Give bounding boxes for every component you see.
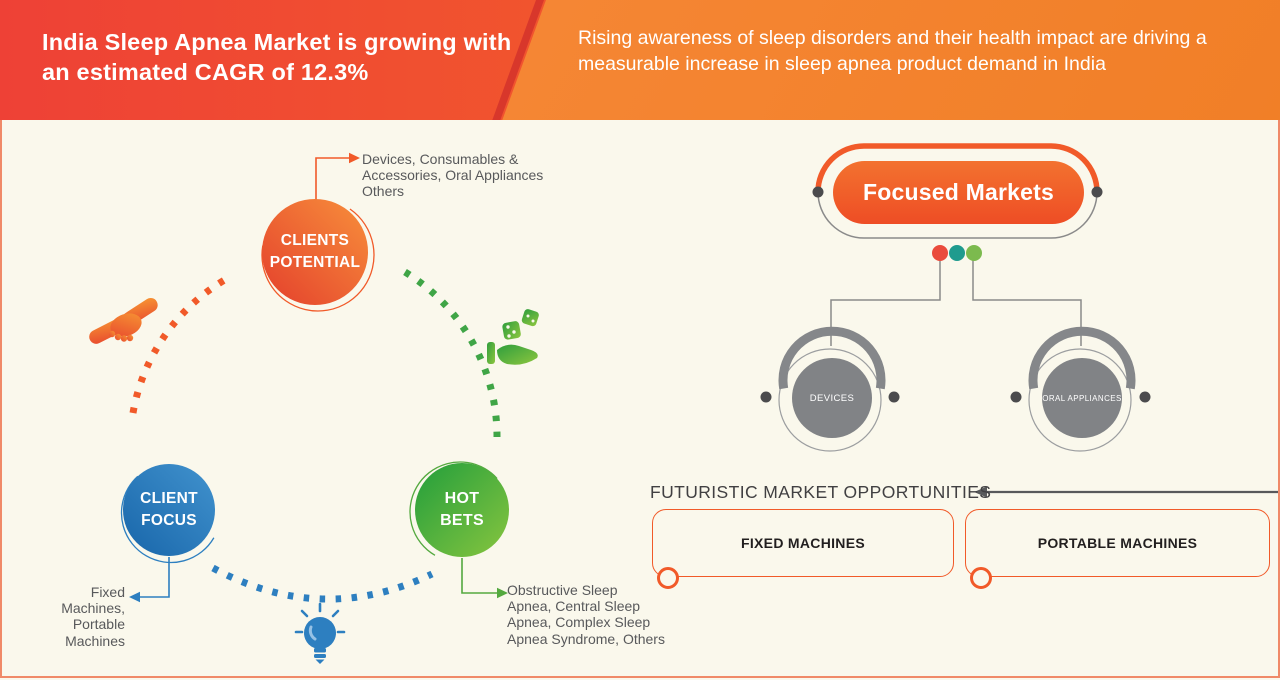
orange-dotted-arc <box>129 274 230 414</box>
lightbulb-icon <box>294 602 346 664</box>
clients-potential-annotation: Devices, Consumables & Accessories, Oral… <box>362 151 544 200</box>
oral-left-dot <box>1010 391 1022 403</box>
blue-dotted-arc <box>211 564 434 603</box>
cycle-node-clients-potential: CLIENTS POTENTIAL <box>262 199 368 305</box>
opportunity-box-portable-machines: PORTABLE MACHINES <box>965 509 1270 589</box>
client-focus-arrow-icon <box>129 591 140 603</box>
devices-right-dot <box>888 391 900 403</box>
handshake-icon <box>89 298 158 344</box>
focused-markets-pill: Focused Markets <box>833 161 1084 224</box>
green-dot <box>966 245 982 261</box>
client-focus-connector <box>140 557 170 598</box>
capsule-left-dot <box>812 186 824 198</box>
hot-bets-annotation: Obstructive Sleep Apnea, Central Sleep A… <box>507 582 665 647</box>
opportunity-box-fixed-machines: FIXED MACHINES <box>652 509 954 589</box>
tree-connectors <box>830 260 1082 346</box>
clients-potential-connector <box>315 157 349 200</box>
header-banner: India Sleep Apnea Market is growing with… <box>0 0 1280 120</box>
dice-in-hand-icon <box>487 309 539 365</box>
oral-right-dot <box>1139 391 1151 403</box>
red-dot <box>932 245 948 261</box>
cycle-node-hot-bets: HOT BETS <box>415 463 509 557</box>
capsule-right-dot <box>1091 186 1103 198</box>
teal-dot <box>949 245 965 261</box>
hot-bets-connector <box>461 558 497 594</box>
opportunities-heading: FUTURISTIC MARKET OPPORTUNITIES <box>650 482 992 502</box>
client-focus-annotation: Fixed Machines, Portable Machines <box>61 584 125 649</box>
page-title: India Sleep Apnea Market is growing with… <box>42 29 512 86</box>
clients-potential-arrow-icon <box>349 152 360 164</box>
cycle-node-client-focus: CLIENT FOCUS <box>123 464 215 556</box>
green-dotted-arc <box>403 269 501 438</box>
page-subtitle: Rising awareness of sleep disorders and … <box>578 27 1207 75</box>
market-node-devices: DEVICES <box>792 358 872 438</box>
devices-left-dot <box>760 391 772 403</box>
market-node-oral-appliances: ORAL APPLIANCES <box>1042 358 1122 438</box>
